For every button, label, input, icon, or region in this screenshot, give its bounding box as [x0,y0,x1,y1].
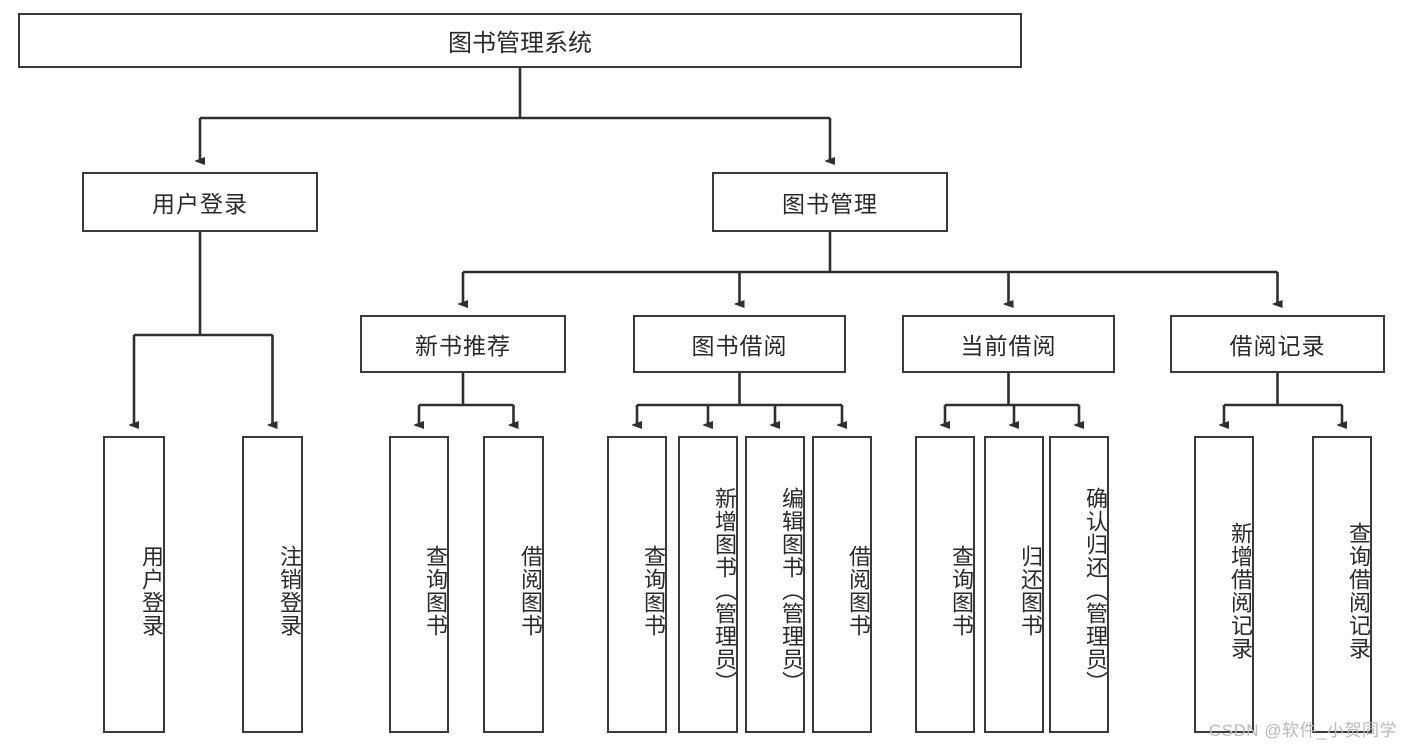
node-borrow-record[interactable]: 借阅记录 [1170,315,1385,373]
node-leaf-borrow-book-2[interactable]: 借阅图书 [812,436,872,733]
node-leaf-add-record[interactable]: 新增借阅记录 [1194,436,1254,733]
node-book-borrow[interactable]: 图书借阅 [633,315,846,373]
node-leaf-user-login[interactable]: 用户登录 [103,436,165,733]
node-label: 查询图书 [641,544,666,637]
node-label: 图书管理 [782,191,878,217]
node-book-manage[interactable]: 图书管理 [712,172,948,232]
node-label: 用户登录 [152,191,248,217]
node-leaf-confirm-return[interactable]: 确认归还（管理员） [1049,436,1109,733]
node-label: 查询图书 [423,544,448,637]
node-leaf-add-book[interactable]: 新增图书（管理员） [678,436,738,733]
node-current-borrow[interactable]: 当前借阅 [902,315,1115,373]
node-leaf-borrow-book-1[interactable]: 借阅图书 [483,436,544,733]
node-user-login[interactable]: 用户登录 [82,172,318,232]
node-label: 注销登录 [277,544,302,637]
node-leaf-query-book-2[interactable]: 查询图书 [607,436,667,733]
node-leaf-return-book[interactable]: 归还图书 [984,436,1044,733]
node-label: 新书推荐 [415,333,511,359]
node-label: 借阅记录 [1229,333,1326,359]
node-label: 当前借阅 [960,333,1057,359]
node-label: 归还图书 [1018,544,1043,637]
watermark-label: CSDN @软件_小贺同学 [1208,721,1397,740]
node-label: 查询借阅记录 [1346,521,1371,660]
node-label: 图书借阅 [691,333,788,359]
node-label: 借阅图书 [518,544,543,637]
node-leaf-query-record[interactable]: 查询借阅记录 [1312,436,1372,733]
node-label: 编辑图书（管理员） [779,487,804,694]
node-label: 借阅图书 [846,544,871,637]
node-label: 用户登录 [139,544,164,637]
node-label: 图书管理系统 [448,30,592,57]
node-label: 新增借阅记录 [1228,521,1253,660]
node-leaf-edit-book[interactable]: 编辑图书（管理员） [745,436,805,733]
node-leaf-logout[interactable]: 注销登录 [242,436,303,733]
node-new-book-recommend[interactable]: 新书推荐 [360,315,566,373]
node-label: 确认归还（管理员） [1083,487,1108,694]
node-label: 新增图书（管理员） [712,487,737,694]
node-leaf-query-book-3[interactable]: 查询图书 [915,436,975,733]
node-leaf-query-book-1[interactable]: 查询图书 [389,436,449,733]
node-label: 查询图书 [949,544,974,637]
node-root[interactable]: 图书管理系统 [18,13,1022,68]
